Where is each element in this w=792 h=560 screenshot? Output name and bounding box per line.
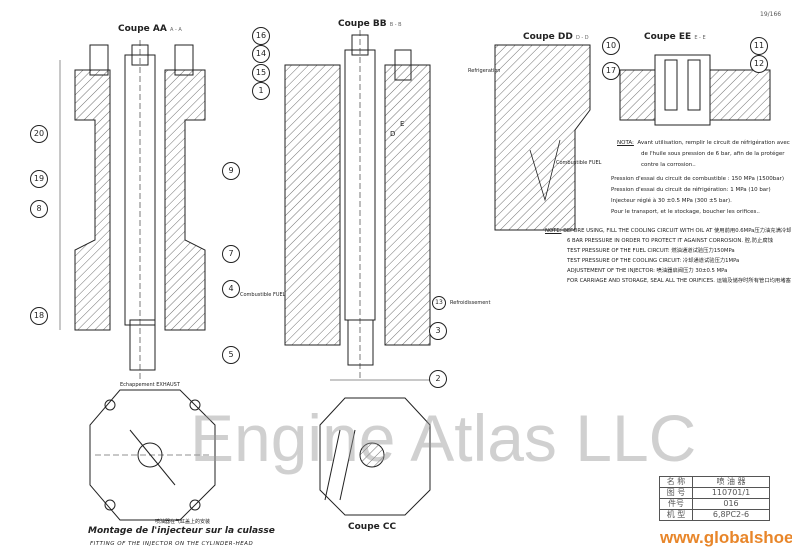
title-block-value: 016 [692, 498, 770, 510]
title-block-row: 名 称喷 油 器 [659, 476, 770, 488]
section-ee-drawing [619, 54, 771, 126]
section-aa-label: Coupe AA [118, 24, 167, 34]
callout-16: 16 [252, 27, 270, 45]
callout-13: 13 [432, 296, 446, 310]
note-en-line: 6 BAR PRESSURE IN ORDER TO PROTECT IT AG… [567, 238, 773, 244]
note-fr-line: Injecteur réglé à 30 ±0.5 MPa (300 ±5 ba… [611, 198, 732, 204]
exhaust-label: Echappement EXHAUST [120, 382, 180, 388]
callout-17: 17 [602, 62, 620, 80]
title-block-value: 6,8PC2-6 [692, 509, 770, 521]
note-fr-line: Avant utilisation, remplir le circuit de… [637, 140, 790, 146]
title-block-value: 喷 油 器 [692, 476, 770, 488]
section-dd-drawing [494, 44, 591, 231]
section-bb-title: Coupe BB B - B [338, 19, 402, 29]
title-block-key: 图 号 [659, 487, 693, 499]
section-cc-drawing [319, 397, 431, 516]
fitting-plan-view [89, 389, 216, 521]
callout-10: 10 [602, 37, 620, 55]
callout-4: 4 [222, 280, 240, 298]
note-en-line: TEST PRESSURE OF THE COOLING CIRCUIT: 冷却… [567, 258, 740, 264]
section-aa-drawing [59, 40, 206, 380]
note-en-line: TEST PRESSURE OF THE FUEL CIRCUIT: 燃油通道试… [567, 248, 735, 254]
note-fr-line: Pour le transport, et le stockage, bouch… [611, 209, 760, 215]
callout-12: 12 [750, 55, 768, 73]
callout-19: 19 [30, 170, 48, 188]
callout-8: 8 [30, 200, 48, 218]
watermark: Engine Atlas LLC [190, 401, 697, 475]
section-dd-sub: D - D [575, 35, 589, 41]
section-bb-sub: B - B [389, 22, 402, 28]
section-ee-sub: E - E [694, 35, 706, 41]
section-aa-title: Coupe AA A - A [118, 24, 182, 34]
section-ee-title: Coupe EE E - E [644, 32, 706, 42]
section-bb-drawing [284, 30, 432, 381]
title-block-key: 机 型 [659, 509, 693, 521]
cooling-label: Refrigeration [468, 68, 501, 74]
callout-15: 15 [252, 64, 270, 82]
cooling-return-label: Refroidissement [450, 300, 491, 306]
note-en-line: BEFORE USING, FILL THE COOLING CIRCUIT W… [563, 228, 792, 234]
callout-1: 1 [252, 82, 270, 100]
callout-5: 5 [222, 346, 240, 364]
callout-3: 3 [429, 322, 447, 340]
note-en: NOTE: BEFORE USING, FILL THE COOLING CIR… [545, 226, 791, 286]
callout-18: 18 [30, 307, 48, 325]
fitting-caption-cn: 喷油器在气缸盖上的安装 [155, 519, 211, 525]
fuel-label-dd: Combustible FUEL [556, 160, 602, 166]
watermark-url: www.globalshoes.net [660, 528, 792, 547]
section-dd-title: Coupe DD D - D [523, 32, 589, 42]
note-en-line: FOR CARRIAGE AND STORAGE, SEAL ALL THE O… [567, 278, 791, 284]
note-fr-heading: NOTA: [617, 140, 634, 146]
note-fr-line: de l'huile sous pression de 6 bar, afin … [641, 151, 785, 157]
page-number: 19/166 [760, 11, 782, 18]
callout-2: 2 [429, 370, 447, 388]
section-mark-d: D [390, 130, 396, 138]
section-ee-label: Coupe EE [644, 32, 692, 42]
section-mark-e: E [400, 120, 405, 128]
title-block-key: 件号 [659, 498, 693, 510]
callout-20: 20 [30, 125, 48, 143]
section-bb-label: Coupe BB [338, 19, 387, 29]
callout-14: 14 [252, 45, 270, 63]
fitting-caption-en: FITTING OF THE INJECTOR ON THE CYLINDER-… [90, 541, 254, 547]
note-en-line: ADJUSTEMENT OF THE INJECTOR: 喷油器启阀压力 30±… [567, 268, 728, 274]
section-cc-title: Coupe CC [348, 522, 397, 532]
note-fr-line: contre la corrosion.. [641, 162, 696, 168]
title-block-key: 名 称 [659, 476, 693, 488]
callout-9: 9 [222, 162, 240, 180]
fitting-caption-fr: Montage de l'injecteur sur la culasse [88, 526, 275, 536]
section-dd-label: Coupe DD [523, 32, 573, 42]
section-aa-sub: A - A [169, 27, 182, 33]
fuel-label: Combustible FUEL [240, 292, 286, 298]
callout-7: 7 [222, 245, 240, 263]
title-block-value: 110701/1 [692, 487, 770, 499]
note-fr: NOTA: Avant utilisation, remplir le circ… [611, 138, 790, 218]
note-fr-line: Pression d'essai du circuit de réfrigéra… [611, 187, 771, 193]
note-en-heading: NOTE: [545, 228, 562, 234]
note-fr-line: Pression d'essai du circuit de combustib… [611, 176, 784, 182]
callout-11: 11 [750, 37, 768, 55]
